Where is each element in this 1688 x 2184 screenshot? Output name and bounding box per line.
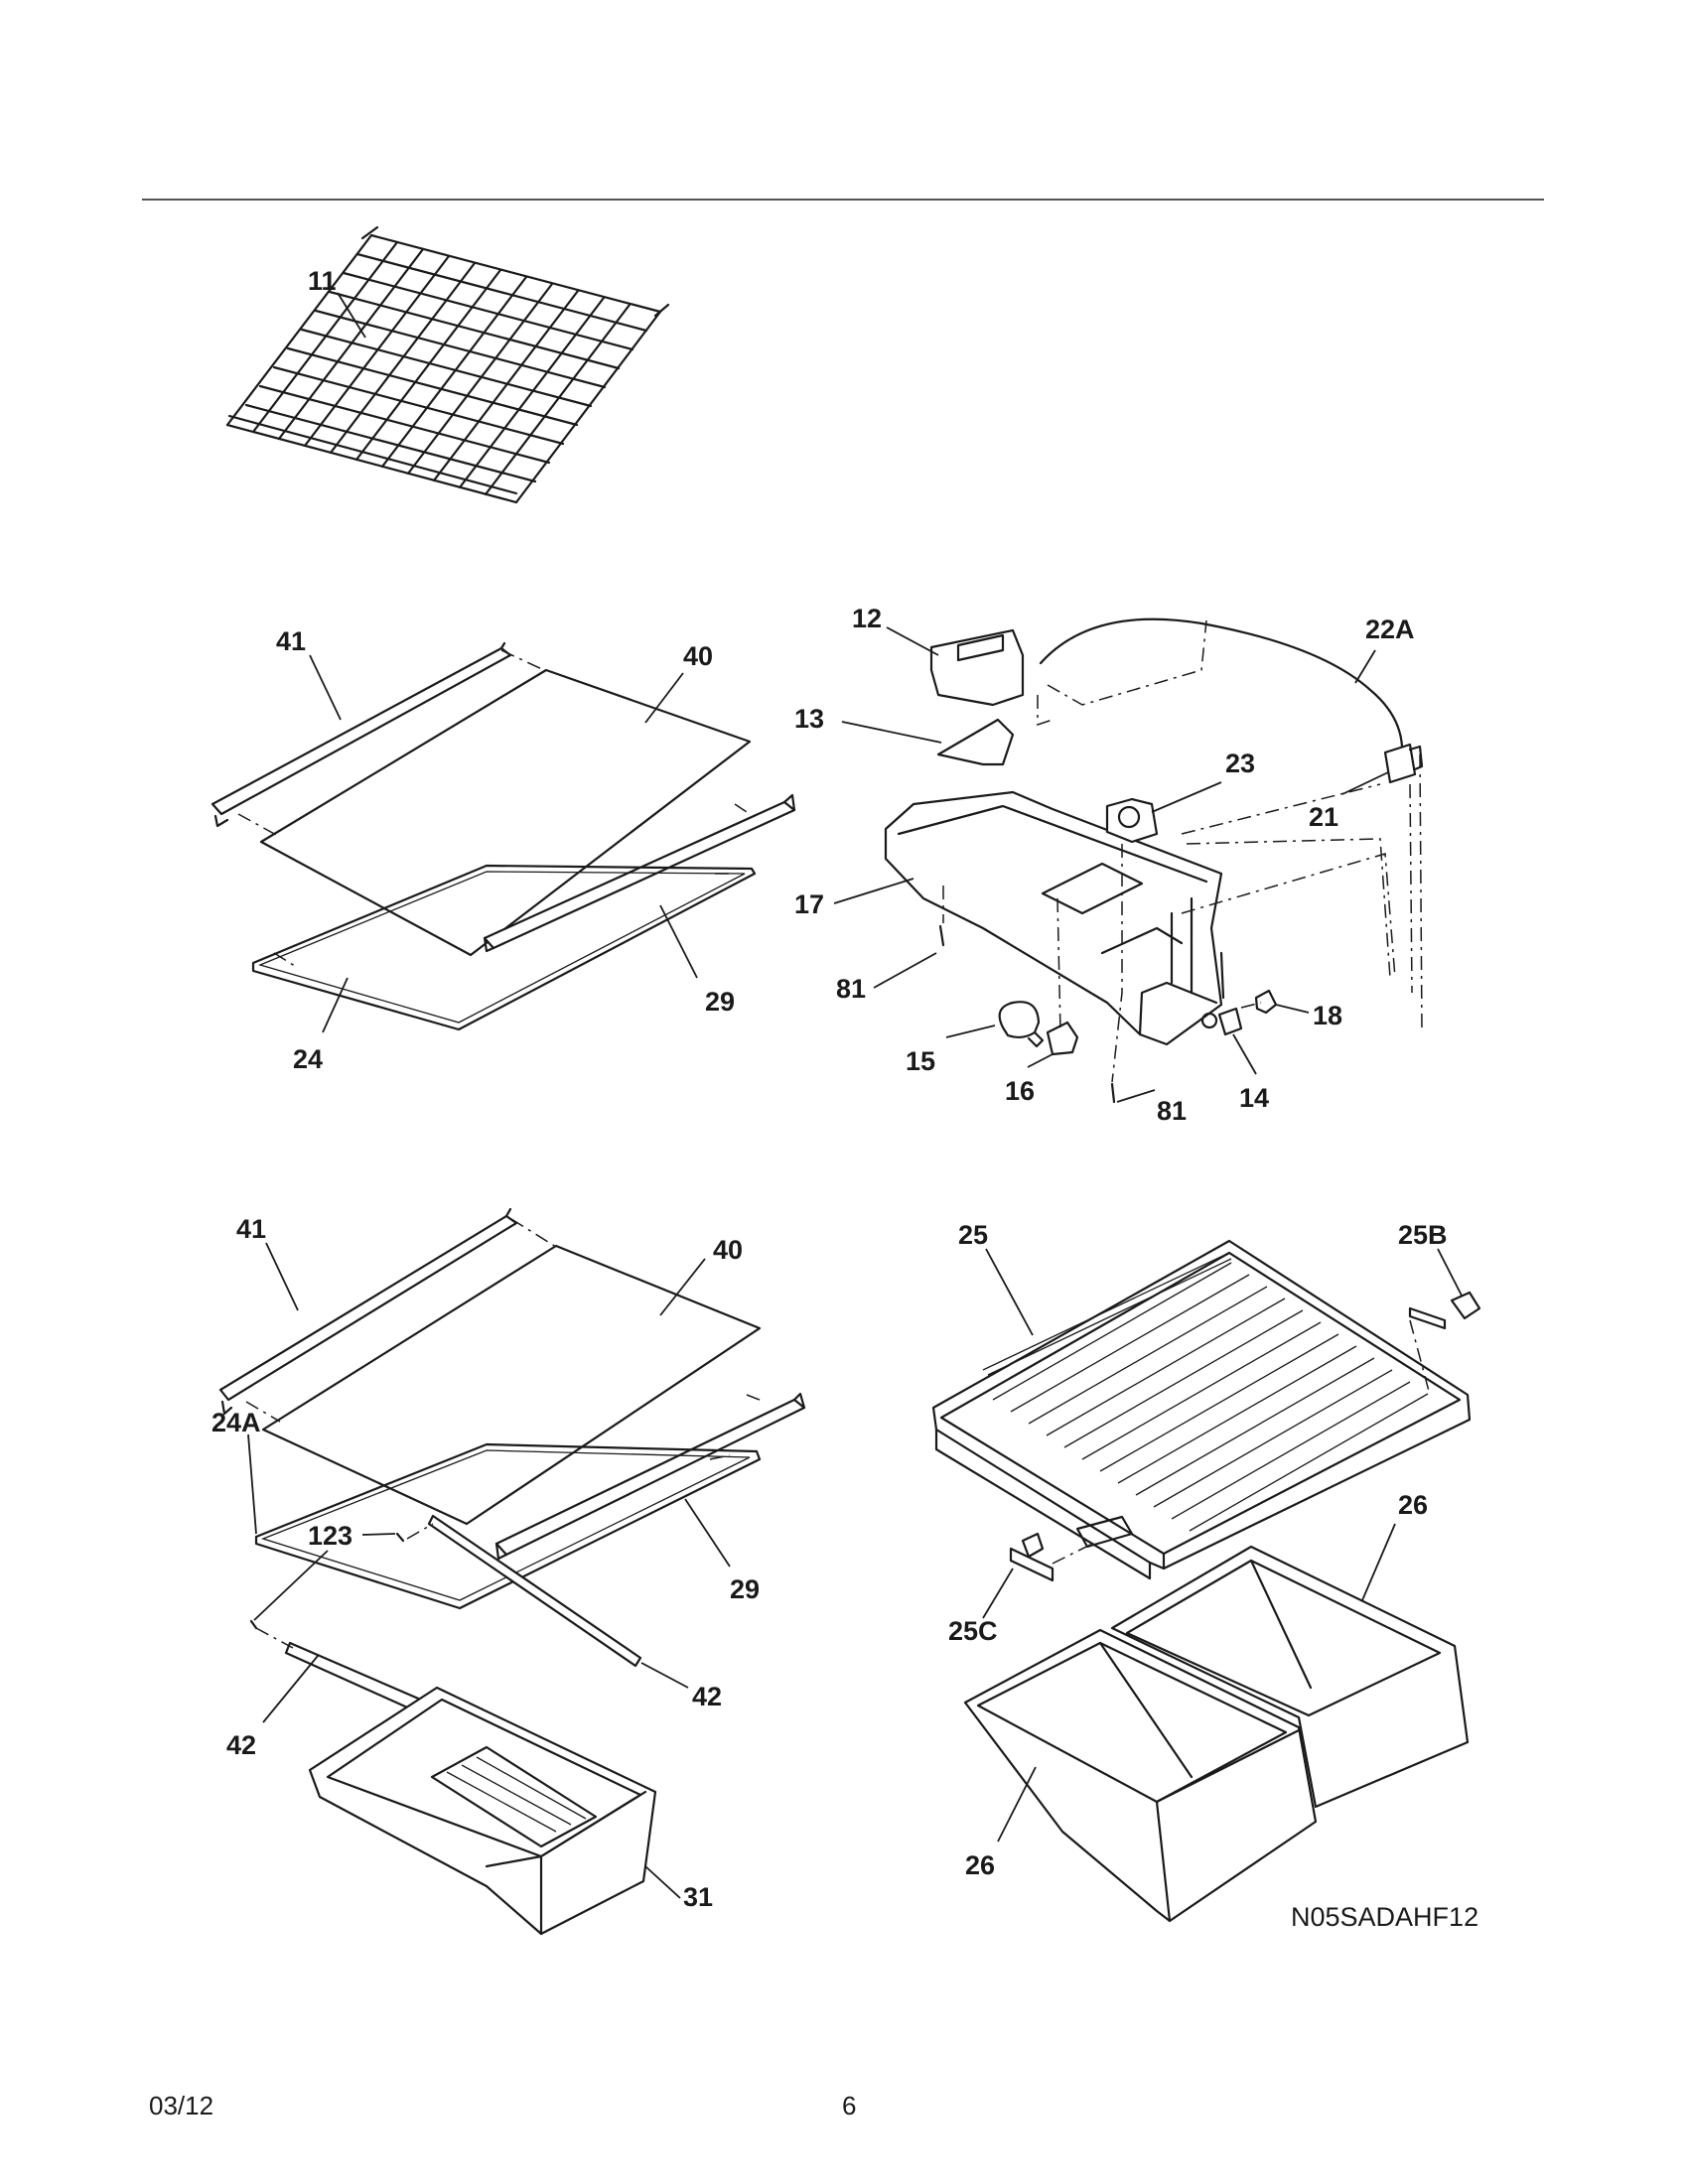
label-26-left: 26 (965, 1850, 995, 1880)
label-11: 11 (308, 266, 337, 296)
label-123: 123 (308, 1521, 352, 1551)
leader-11 (337, 292, 366, 339)
label-13: 13 (794, 704, 824, 734)
label-16: 16 (1005, 1076, 1035, 1106)
label-40-upper: 40 (683, 641, 713, 671)
label-15: 15 (906, 1046, 935, 1076)
label-26-right: 26 (1398, 1490, 1428, 1520)
label-25b: 25B (1398, 1220, 1448, 1250)
glass-shelf-assembly-upper (211, 641, 796, 1031)
crisper-cover-and-pans-drawing (931, 1239, 1481, 1923)
label-18: 18 (1313, 1001, 1342, 1030)
label-12: 12 (852, 604, 882, 633)
label-14: 14 (1239, 1083, 1269, 1113)
label-22a: 22A (1365, 614, 1415, 644)
label-25: 25 (958, 1220, 988, 1250)
footer-date: 03/12 (149, 2091, 213, 2120)
label-24: 24 (293, 1044, 323, 1074)
label-23: 23 (1225, 749, 1255, 778)
wire-shelf-drawing (225, 225, 670, 504)
page-number: 6 (842, 2091, 856, 2120)
label-41-upper: 41 (276, 626, 306, 656)
label-41-lower: 41 (236, 1214, 266, 1244)
label-81-right: 81 (1157, 1096, 1187, 1126)
label-29-lower: 29 (730, 1574, 760, 1604)
label-81-left: 81 (836, 974, 866, 1004)
label-29-upper: 29 (705, 987, 735, 1017)
label-21: 21 (1309, 802, 1338, 832)
light-control-housing-drawing (884, 617, 1424, 1104)
label-25c: 25C (948, 1616, 998, 1646)
label-42-left: 42 (226, 1730, 256, 1760)
diagram-code: N05SADAHF12 (1291, 1902, 1478, 1932)
label-24a: 24A (211, 1408, 261, 1437)
label-42-right: 42 (692, 1682, 722, 1711)
label-40-lower: 40 (713, 1235, 743, 1265)
label-31: 31 (683, 1882, 713, 1912)
label-17: 17 (794, 889, 824, 919)
glass-shelf-assembly-lower (218, 1207, 806, 1936)
